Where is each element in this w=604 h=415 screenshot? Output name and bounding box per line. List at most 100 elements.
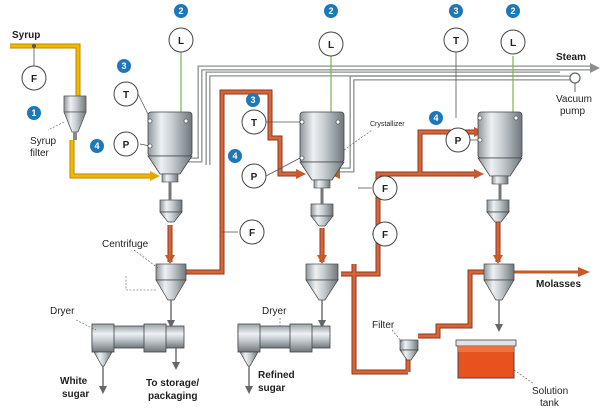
instrument-leaders — [137, 52, 484, 235]
badge-3a: 3 — [117, 59, 131, 73]
badge-4a: 4 — [90, 139, 104, 153]
solution-tank-label-2: tank — [540, 398, 560, 409]
instrument-level-2: L — [318, 31, 344, 57]
product-arrow-3 — [493, 255, 503, 264]
level-leaders — [180, 52, 514, 112]
centrifuge-dash — [125, 276, 156, 291]
centrifuge-1 — [155, 263, 187, 301]
badge-4c: 4 — [429, 111, 443, 125]
level-symbol: L — [178, 36, 184, 47]
instrument-flow-crystallizer-2: F — [372, 175, 398, 201]
to-storage-label-2: packaging — [148, 391, 197, 402]
syrup-label: Syrup — [12, 30, 40, 41]
crystallizer-leader — [343, 129, 373, 151]
refined-sugar-label-1: Refined — [258, 370, 295, 381]
flow-symbol: F — [382, 230, 388, 241]
crystallizer-2 — [299, 111, 345, 189]
hopper-2 — [310, 203, 334, 227]
instrument-temp-2: T — [241, 109, 267, 135]
outflow-arrow-3 — [495, 324, 503, 332]
instrument-flow-centrifuge-2: F — [372, 221, 398, 247]
instrument-pressure-1: P — [113, 131, 139, 157]
product-arrow-1 — [165, 255, 175, 264]
refined-sugar-label-2: sugar — [258, 383, 285, 394]
product-arrow-4 — [296, 169, 306, 179]
svg-text:4: 4 — [94, 141, 99, 151]
svg-text:3: 3 — [453, 6, 458, 16]
centrifuge-leader — [133, 249, 159, 269]
steam-lines — [188, 65, 590, 173]
solution-tank-leader — [513, 369, 535, 385]
dryer-1 — [91, 323, 185, 367]
instrument-syrup-flow: F — [21, 65, 47, 91]
badge-1: 1 — [27, 106, 41, 120]
badge-2a: 2 — [174, 4, 188, 18]
vacuum-pump-label-1: Vacuum — [556, 94, 592, 105]
flow-symbol: F — [31, 74, 37, 85]
syrup-arrow — [150, 171, 160, 181]
dryer-arrow-3 — [172, 362, 180, 370]
to-storage-label-1: To storage/ — [146, 378, 199, 389]
badge-3c: 3 — [449, 4, 463, 18]
steam-arrow — [590, 63, 600, 73]
syrup-filter-label-2: filter — [30, 148, 50, 159]
svg-text:2: 2 — [510, 6, 515, 16]
level-symbol: L — [510, 38, 516, 49]
crystallizer-1 — [147, 111, 193, 183]
svg-text:4: 4 — [433, 113, 438, 123]
dryer-outflows — [102, 348, 250, 388]
svg-text:2: 2 — [328, 6, 333, 16]
svg-text:3: 3 — [121, 61, 126, 71]
hopper-1 — [159, 199, 183, 223]
vacuum-pump-icon — [569, 72, 581, 84]
instrument-flow-centrifuge-1: F — [239, 219, 265, 245]
solution-tank-label-1: Solution — [532, 386, 568, 397]
dryer-2 — [237, 323, 331, 367]
dryer-arrow-2 — [245, 386, 253, 394]
dryer-1-leader — [75, 319, 97, 331]
badge-2c: 2 — [506, 4, 520, 18]
pressure-symbol: P — [455, 136, 462, 147]
svg-text:4: 4 — [232, 151, 237, 161]
instrument-level-3: L — [500, 29, 526, 55]
svg-text:3: 3 — [250, 95, 255, 105]
pressure-symbol: P — [123, 140, 130, 151]
centrifuge-label: Centrifuge — [102, 239, 149, 250]
temperature-symbol: T — [251, 118, 257, 129]
vacuum-pump-label-2: pump — [560, 106, 585, 117]
svg-text:1: 1 — [31, 108, 36, 118]
badge-3b: 3 — [246, 93, 260, 107]
filter-label: Filter — [372, 320, 395, 331]
instrument-level-1: L — [168, 27, 194, 53]
steam-label: Steam — [556, 52, 586, 63]
svg-text:2: 2 — [178, 6, 183, 16]
white-sugar-label-1: White — [60, 376, 88, 387]
syrup-filter-label-1: Syrup — [30, 136, 57, 147]
outflow-arrow-1 — [167, 320, 175, 328]
outflow-arrow-2 — [318, 320, 326, 328]
filter-leader — [391, 329, 403, 343]
product-arrow-2 — [317, 255, 327, 264]
instrument-pressure-2: P — [241, 163, 267, 189]
flow-symbol: F — [382, 184, 388, 195]
crystallizer-label: Crystallizer — [370, 121, 405, 128]
molasses-label: Molasses — [536, 279, 581, 290]
centrifuge-outflows — [170, 300, 500, 326]
product-lines-inner — [168, 90, 500, 374]
flow-symbol: F — [249, 228, 255, 239]
instrument-pressure-3: P — [445, 127, 471, 153]
level-symbol: L — [328, 40, 334, 51]
temperature-symbol: T — [453, 36, 459, 47]
temperature-symbol: T — [123, 90, 129, 101]
filter — [399, 339, 419, 361]
instrument-temp-1: T — [113, 81, 139, 107]
product-arrow-6 — [474, 169, 484, 179]
syrup-filter — [63, 95, 87, 140]
syrup-filter-leader — [47, 121, 65, 131]
pressure-symbol: P — [251, 172, 258, 183]
centrifuge-2 — [305, 263, 339, 301]
badge-2b: 2 — [324, 4, 338, 18]
dryer-1-label: Dryer — [50, 306, 75, 317]
badge-4b: 4 — [228, 149, 242, 163]
